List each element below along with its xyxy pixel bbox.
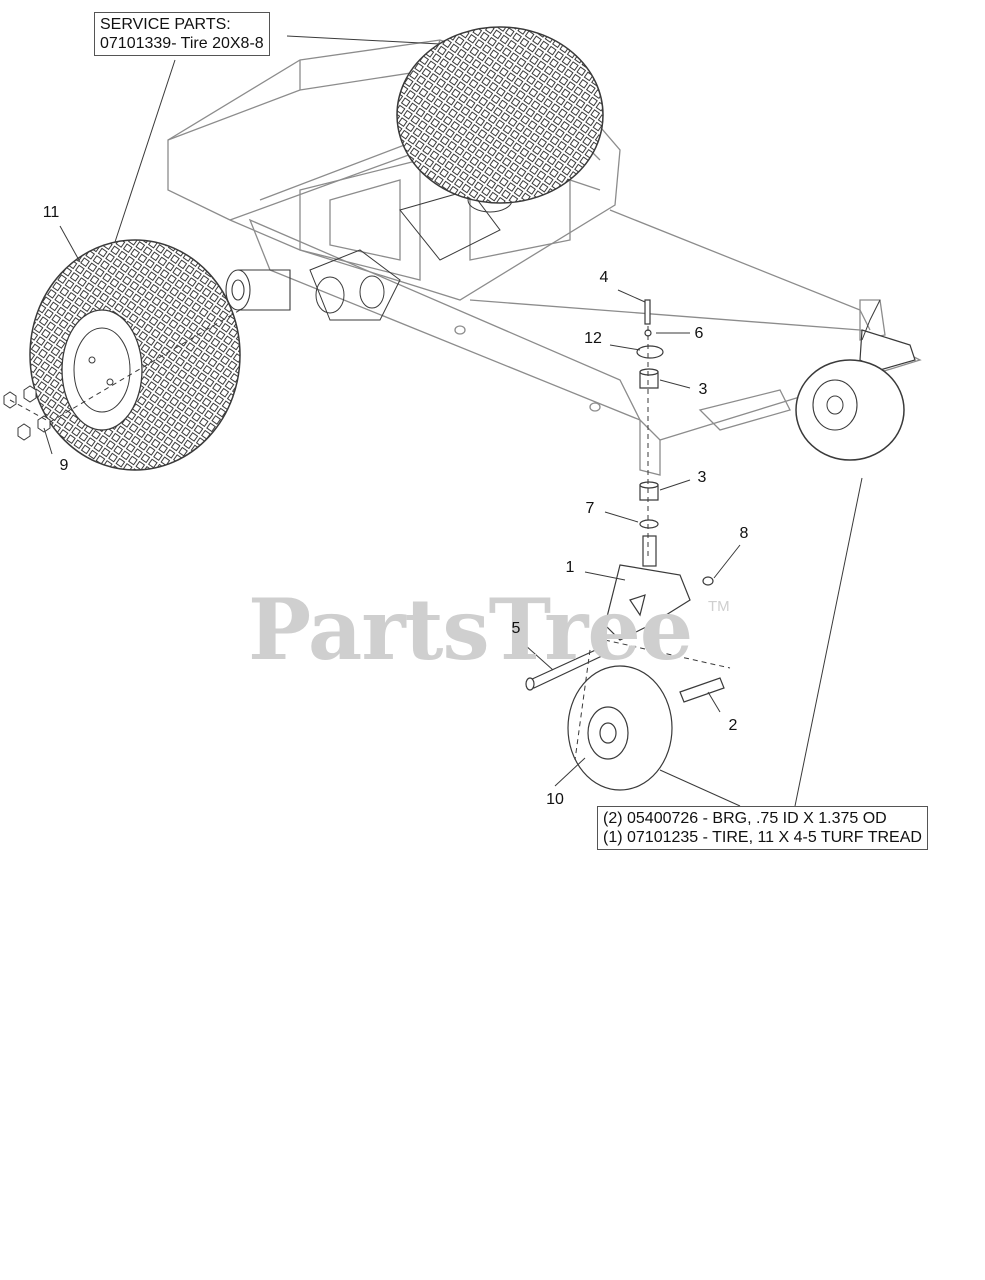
leader-lines <box>43 35 863 807</box>
ref-number-12: 12 <box>584 330 602 347</box>
ref-number-10: 10 <box>546 791 564 808</box>
ref-number-4: 4 <box>599 269 609 286</box>
rear-tire-left <box>29 239 241 471</box>
ref-number-5: 5 <box>511 620 521 637</box>
service-parts-title: SERVICE PARTS: <box>100 16 231 33</box>
assembly-center-lines <box>9 309 731 761</box>
ref-number-11: 11 <box>42 204 60 221</box>
ref-number-2: 2 <box>728 717 738 734</box>
watermark-brand: PartsTree <box>248 580 693 679</box>
caster-exploded-parts <box>525 299 725 791</box>
ref-number-1: 1 <box>565 559 575 576</box>
caster-parts-line-2: (1) 07101235 - TIRE, 11 X 4-5 TURF TREAD <box>603 829 922 846</box>
ref-number-7: 7 <box>585 500 595 517</box>
front-caster-assembled <box>795 299 916 461</box>
service-parts-callout: SERVICE PARTS: 07101339- Tire 20X8-8 <box>94 12 270 56</box>
ref-number-9: 9 <box>59 457 69 474</box>
caster-parts-callout: (2) 05400726 - BRG, .75 ID X 1.375 OD (1… <box>597 806 928 850</box>
ref-number-3-upper: 3 <box>698 381 708 398</box>
ref-number-6: 6 <box>694 325 704 342</box>
rear-tire-far <box>396 26 604 204</box>
rear-hub <box>225 269 291 311</box>
service-parts-line: 07101339- Tire 20X8-8 <box>100 35 264 52</box>
ref-number-8: 8 <box>739 525 749 542</box>
ref-number-3-lower: 3 <box>697 469 707 486</box>
caster-parts-line-1: (2) 05400726 - BRG, .75 ID X 1.375 OD <box>603 810 887 827</box>
lug-nuts <box>3 385 51 441</box>
watermark-trademark: TM <box>708 598 730 615</box>
